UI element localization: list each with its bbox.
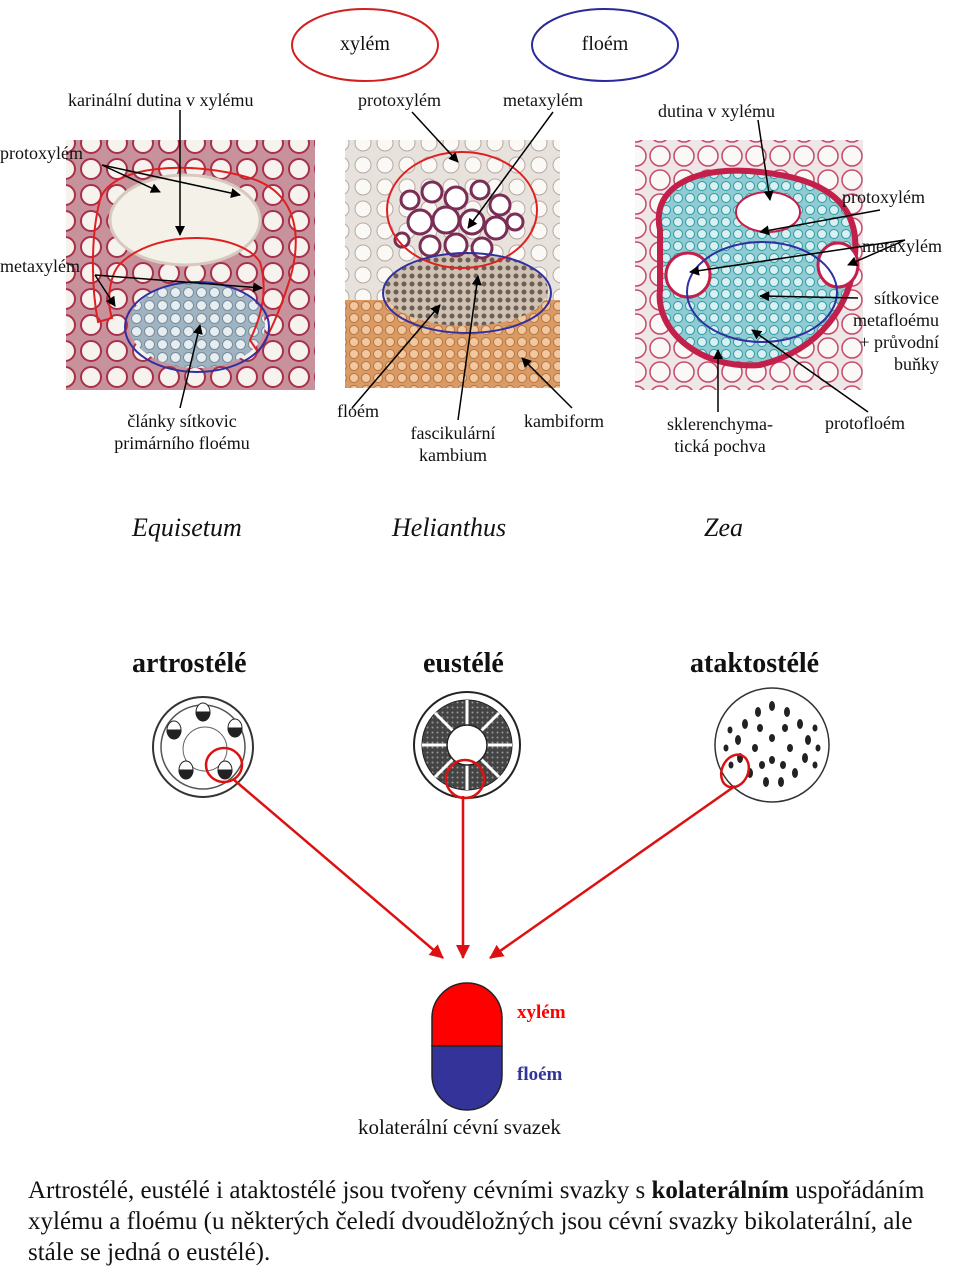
zea-sieve-label: sítkovice metafloému + průvodní buňky: [820, 287, 939, 375]
stele-artrostele: artrostélé: [132, 648, 247, 679]
zea-protoxylem-label: protoxylém: [842, 187, 925, 207]
equisetum-carinal-canal-label: karinální dutina v xylému: [68, 90, 254, 110]
legend-phloem: floém: [517, 1064, 563, 1085]
helianthus-phloem-label: floém: [337, 401, 379, 421]
eustele-diagram: [413, 691, 521, 800]
helianthus-cambium-label: fascikulární kambium: [388, 422, 518, 466]
equisetum-micrograph: [66, 140, 315, 390]
zea-sheath-label: sklerenchyma- tická pochva: [650, 413, 790, 457]
stele-eustele: eustélé: [423, 648, 504, 679]
genus-zea: Zea: [704, 513, 743, 542]
phloem-oval: [531, 8, 679, 82]
ataktostele-diagram: [714, 687, 830, 803]
connector-arrows: [232, 778, 736, 960]
zea-sheath-line1: sklerenchyma-: [667, 414, 773, 434]
phloem-oval-label: floém: [581, 33, 629, 55]
zea-metaxylem-label: metaxylém: [862, 236, 942, 256]
stele-ataktostele: ataktostélé: [690, 648, 820, 679]
equisetum-sieve-line2: primárního floému: [114, 433, 250, 453]
zea-xylem-cavity-label: dutina v xylému: [658, 101, 775, 121]
equisetum-metaxylem-label: metaxylém: [0, 256, 80, 276]
equisetum-protoxylem-label: protoxylém: [0, 143, 83, 163]
zea-protophloem-label: protofloém: [825, 413, 905, 433]
leader-arrows: [94, 110, 906, 421]
zea-sieve-line3: + průvodní: [859, 332, 939, 352]
xylem-oval: [291, 8, 439, 82]
artrostele-diagram: [152, 696, 254, 798]
explanation-paragraph: Artrostélé, eustélé i ataktostélé jsou t…: [28, 1175, 948, 1268]
legend-xylem: xylém: [517, 1002, 566, 1023]
helianthus-protoxylem-label: protoxylém: [358, 90, 441, 110]
paragraph-part1: Artrostélé, eustélé i ataktostélé jsou t…: [28, 1177, 652, 1204]
genus-equisetum: Equisetum: [132, 513, 242, 542]
paragraph-part2: uspořádáním xylému a floému (u některých…: [28, 1177, 925, 1266]
helianthus-cambiform-label: kambiform: [524, 411, 604, 431]
helianthus-metaxylem-label: metaxylém: [503, 90, 583, 110]
helianthus-micrograph: [345, 140, 560, 388]
bundle-caption: kolaterální cévní svazek: [358, 1115, 561, 1139]
collateral-bundle: [431, 982, 503, 1111]
helianthus-cambium-line1: fascikulární: [410, 423, 496, 443]
zea-micrograph: [635, 140, 863, 390]
genus-helianthus: Helianthus: [392, 513, 507, 542]
zea-sieve-line1: sítkovice: [874, 288, 939, 308]
zea-sieve-line4: buňky: [894, 354, 939, 374]
equisetum-sieve-label: články sítkovic primárního floému: [92, 410, 272, 454]
zea-sheath-line2: tická pochva: [674, 436, 766, 456]
helianthus-cambium-line2: kambium: [419, 445, 487, 465]
equisetum-sieve-line1: články sítkovic: [127, 411, 237, 431]
zea-sieve-line2: metafloému: [853, 310, 939, 330]
xylem-oval-label: xylém: [340, 33, 390, 55]
paragraph-bold: kolaterálním: [651, 1177, 789, 1204]
